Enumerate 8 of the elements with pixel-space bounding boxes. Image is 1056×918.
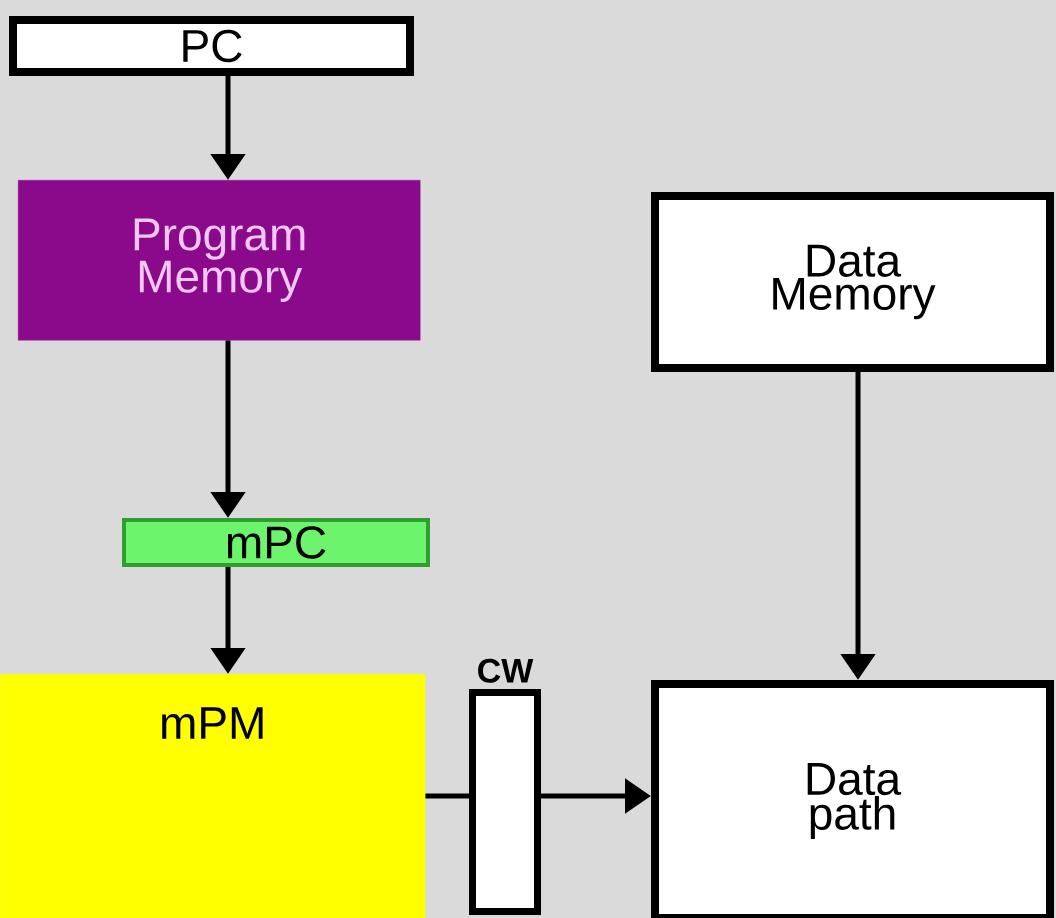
register-box: PC <box>9 16 414 76</box>
memory-box: Program Memory <box>18 180 421 341</box>
register-box: mPC <box>122 518 430 567</box>
memory-box: Data Memory <box>651 192 1054 372</box>
memory-box: mPM <box>0 674 426 918</box>
control-word-bar: CW <box>469 658 541 915</box>
datapath-box: Data path <box>651 680 1054 918</box>
node-label: CW <box>478 658 534 683</box>
